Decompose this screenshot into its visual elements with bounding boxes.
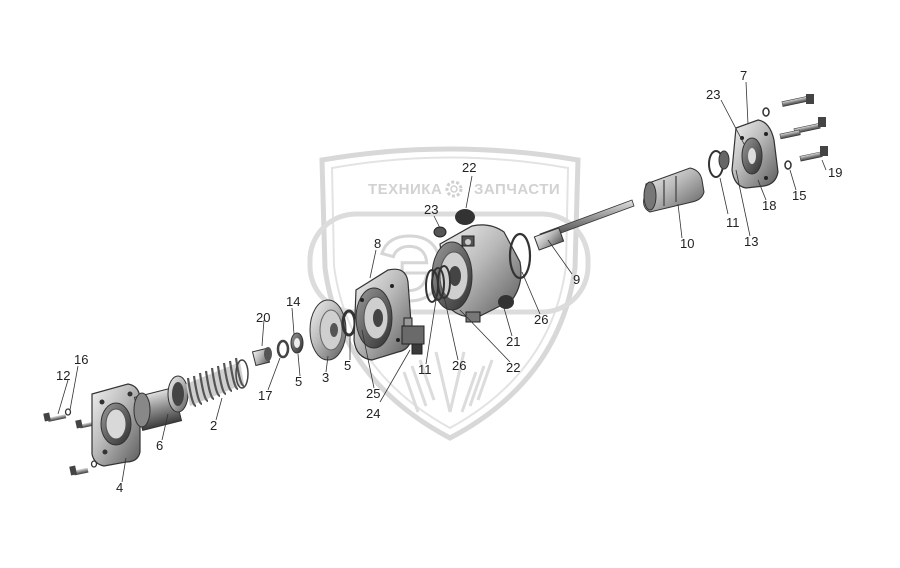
callout-26-center: 26 xyxy=(452,358,466,373)
wheat-ear-icon xyxy=(402,351,494,413)
callout-10: 10 xyxy=(680,236,694,251)
part-spring-2 xyxy=(186,357,249,408)
part-seals-26-11 xyxy=(425,265,451,303)
callout-4: 4 xyxy=(116,480,123,495)
callout-2: 2 xyxy=(210,418,217,433)
callout-3: 3 xyxy=(322,370,329,385)
callout-17: 17 xyxy=(258,388,272,403)
callout-25: 25 xyxy=(366,386,380,401)
callout-24: 24 xyxy=(366,406,380,421)
callout-22-top: 22 xyxy=(462,160,476,175)
callout-labels: 7 23 19 15 18 11 13 10 22 23 8 9 26 21 2… xyxy=(56,68,842,495)
part-sleeve-6 xyxy=(133,375,189,431)
part-nut-23 xyxy=(433,226,447,238)
callout-20: 20 xyxy=(256,310,270,325)
part-plug-22-bottom xyxy=(498,295,514,309)
callout-15: 15 xyxy=(792,188,806,203)
part-ring-14 xyxy=(290,332,304,354)
part-bolts-12 xyxy=(43,412,95,476)
part-flange-cover-4 xyxy=(91,383,141,467)
part-main-body xyxy=(431,224,522,323)
callout-21: 21 xyxy=(506,334,520,349)
callout-13: 13 xyxy=(744,234,758,249)
callout-19: 19 xyxy=(828,165,842,180)
callout-5-left: 5 xyxy=(295,374,302,389)
callout-11-right: 11 xyxy=(726,215,740,230)
callout-6: 6 xyxy=(156,438,163,453)
part-bolts-19 xyxy=(779,94,828,162)
gear-icon xyxy=(445,180,463,198)
callout-11-center: 11 xyxy=(418,362,432,377)
callout-23-center: 23 xyxy=(424,202,438,217)
bolt-12c xyxy=(69,465,89,476)
part-bushing-20 xyxy=(251,347,272,367)
part-valve-block-24 xyxy=(401,317,425,355)
part-diaphragm-plate-3 xyxy=(309,299,347,361)
bolt-12b xyxy=(75,419,95,429)
part-housing-cover-8 xyxy=(353,268,413,361)
part-piston-rod-9 xyxy=(533,199,635,251)
leader-lines xyxy=(57,81,827,483)
part-o-ring-26 xyxy=(508,232,532,280)
part-adjuster-10 xyxy=(643,167,705,213)
callout-12: 12 xyxy=(56,368,70,383)
watermark-brand-left: ТЕХНИКА xyxy=(368,181,442,198)
callout-18: 18 xyxy=(762,198,776,213)
callout-26-right: 26 xyxy=(534,312,548,327)
callout-8: 8 xyxy=(374,236,381,251)
callout-22-bottom: 22 xyxy=(506,360,520,375)
callout-9: 9 xyxy=(573,272,580,287)
callout-23-right: 23 xyxy=(706,87,720,102)
callout-7: 7 xyxy=(740,68,747,83)
watermark-brand-right: ЗАПЧАСТИ xyxy=(474,181,560,198)
part-ring-23-right xyxy=(718,150,730,170)
part-washer-17 xyxy=(276,339,290,359)
bolt-12a xyxy=(43,412,67,422)
callout-5-right: 5 xyxy=(344,358,351,373)
callout-16: 16 xyxy=(74,352,88,367)
part-plug-22-top xyxy=(455,209,475,225)
part-washers-15 xyxy=(762,107,792,170)
part-end-cover-7 xyxy=(731,119,779,189)
callout-14: 14 xyxy=(286,294,300,309)
